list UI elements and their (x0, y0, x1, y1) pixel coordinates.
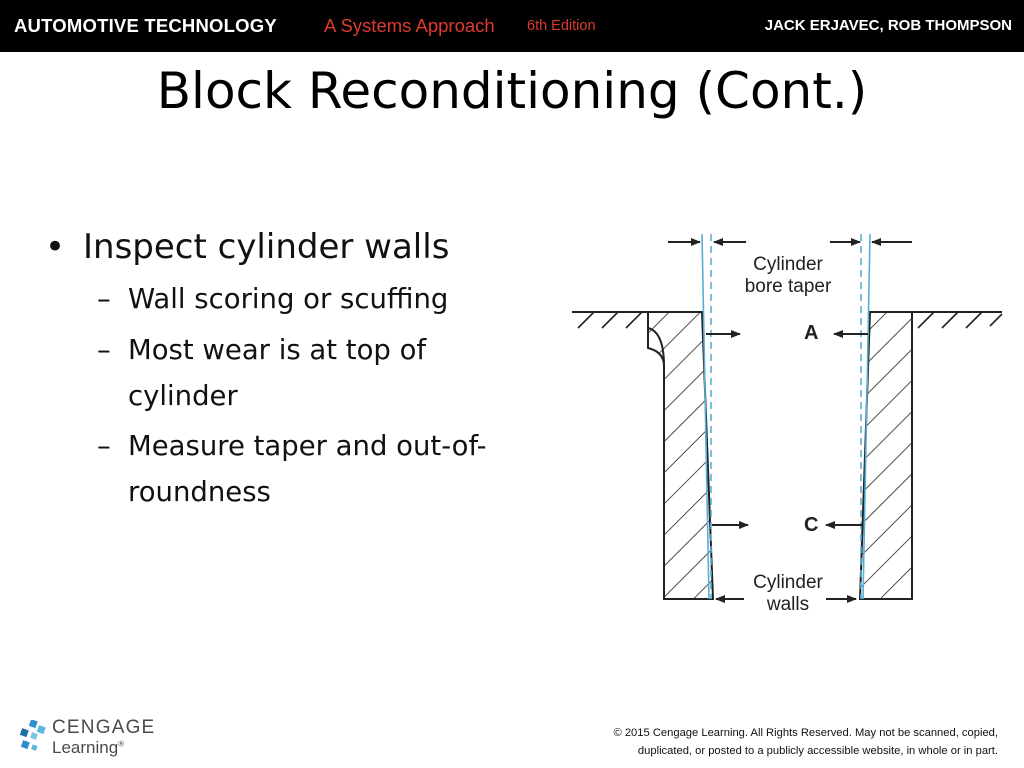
bore-reference-lines (701, 233, 871, 600)
subbullet-item: – Measure taper and out-of-roundness (42, 423, 522, 515)
bore-taper-label: Cylinder bore taper (738, 254, 838, 298)
cengage-logo: CENGAGE Learning® (18, 714, 158, 762)
bullet-dot: • (45, 227, 66, 267)
book-edition: 6th Edition (527, 18, 596, 34)
slide-title: Block Reconditioning (Cont.) (156, 62, 868, 120)
book-authors: JACK ERJAVEC, ROB THOMPSON (764, 17, 1012, 34)
subbullet-dash: – (97, 430, 111, 462)
bullet-list: • Inspect cylinder walls – Wall scoring … (42, 222, 522, 515)
cylinder-walls-label-line1: Cylinder (753, 572, 823, 593)
cylinder-walls-label-line2: walls (766, 594, 810, 615)
subbullet-item: – Most wear is at top of cylinder (42, 327, 522, 419)
book-subtitle: A Systems Approach (324, 15, 495, 36)
registered-mark: ® (118, 739, 125, 749)
bore-taper-label-line1: Cylinder (753, 254, 823, 275)
logo-word-learning: Learning® (52, 738, 124, 758)
cylinder-walls-label: Cylinder walls (738, 572, 838, 616)
subbullet-text: Most wear is at top of cylinder (128, 334, 427, 412)
header-bar: AUTOMOTIVE TECHNOLOGY A Systems Approach… (0, 0, 1024, 52)
cengage-logo-mark-icon (19, 720, 46, 751)
bullet-item: • Inspect cylinder walls (42, 222, 522, 272)
point-a-label: A (804, 322, 819, 344)
subbullet-text: Measure taper and out-of-roundness (128, 430, 487, 508)
point-c-label: C (804, 514, 819, 536)
logo-learning-text: Learning (52, 738, 119, 757)
bullet-text: Inspect cylinder walls (83, 227, 450, 267)
subbullet-dash: – (97, 283, 111, 315)
logo-word-cengage: CENGAGE (52, 717, 156, 738)
copyright-line2: duplicated, or posted to a publicly acce… (637, 745, 998, 757)
book-series-title: AUTOMOTIVE TECHNOLOGY (14, 15, 277, 36)
cylinder-taper-diagram: Cylinder bore taper A C Cylinder walls (568, 226, 1008, 626)
subbullet-item: – Wall scoring or scuffing (42, 276, 522, 323)
bore-taper-label-line2: bore taper (744, 276, 832, 297)
cylinder-diagram-drawing (572, 233, 1003, 603)
copyright-notice: © 2015 Cengage Learning. All Rights Rese… (538, 724, 998, 760)
copyright-line1: © 2015 Cengage Learning. All Rights Rese… (613, 727, 998, 739)
subbullet-dash: – (97, 334, 111, 366)
left-cylinder-wall (647, 311, 715, 600)
subbullet-text: Wall scoring or scuffing (128, 283, 449, 315)
right-cylinder-wall (858, 311, 913, 600)
